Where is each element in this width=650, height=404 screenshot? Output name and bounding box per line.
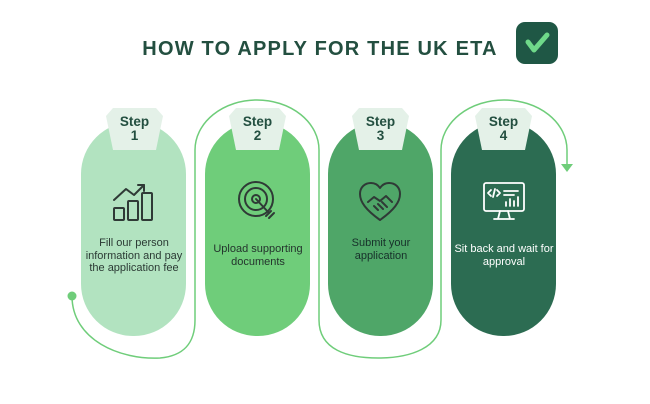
step-4-description: Sit back and wait for approval (454, 243, 554, 268)
step-3-card (328, 122, 433, 336)
step-1-card (81, 122, 186, 336)
step-1-description: Fill our person information and pay the … (85, 237, 183, 274)
step-3-description: Submit your application (351, 237, 411, 262)
start-dot (67, 291, 77, 301)
step-label: Step (119, 114, 150, 129)
step-label: Step (488, 114, 519, 129)
step-number: 4 (499, 128, 508, 143)
page-title: HOW TO APPLY FOR THE UK ETA (142, 38, 498, 60)
target-icon (238, 181, 275, 219)
step-4-card (451, 122, 556, 336)
step-number: 2 (253, 128, 262, 143)
step-number: 3 (376, 128, 385, 143)
handshake-heart-icon (359, 182, 401, 221)
step-label: Step (242, 114, 273, 129)
monitor-code-icon (483, 182, 525, 220)
end-arrow-icon (561, 164, 573, 172)
check-icon (525, 32, 550, 53)
bar-chart-growth-icon (113, 184, 153, 221)
step-number: 1 (130, 128, 139, 143)
logo (516, 22, 558, 64)
step-2-description: Upload supporting documents (213, 243, 303, 268)
step-label: Step (365, 114, 396, 129)
step-2-card (205, 122, 310, 336)
